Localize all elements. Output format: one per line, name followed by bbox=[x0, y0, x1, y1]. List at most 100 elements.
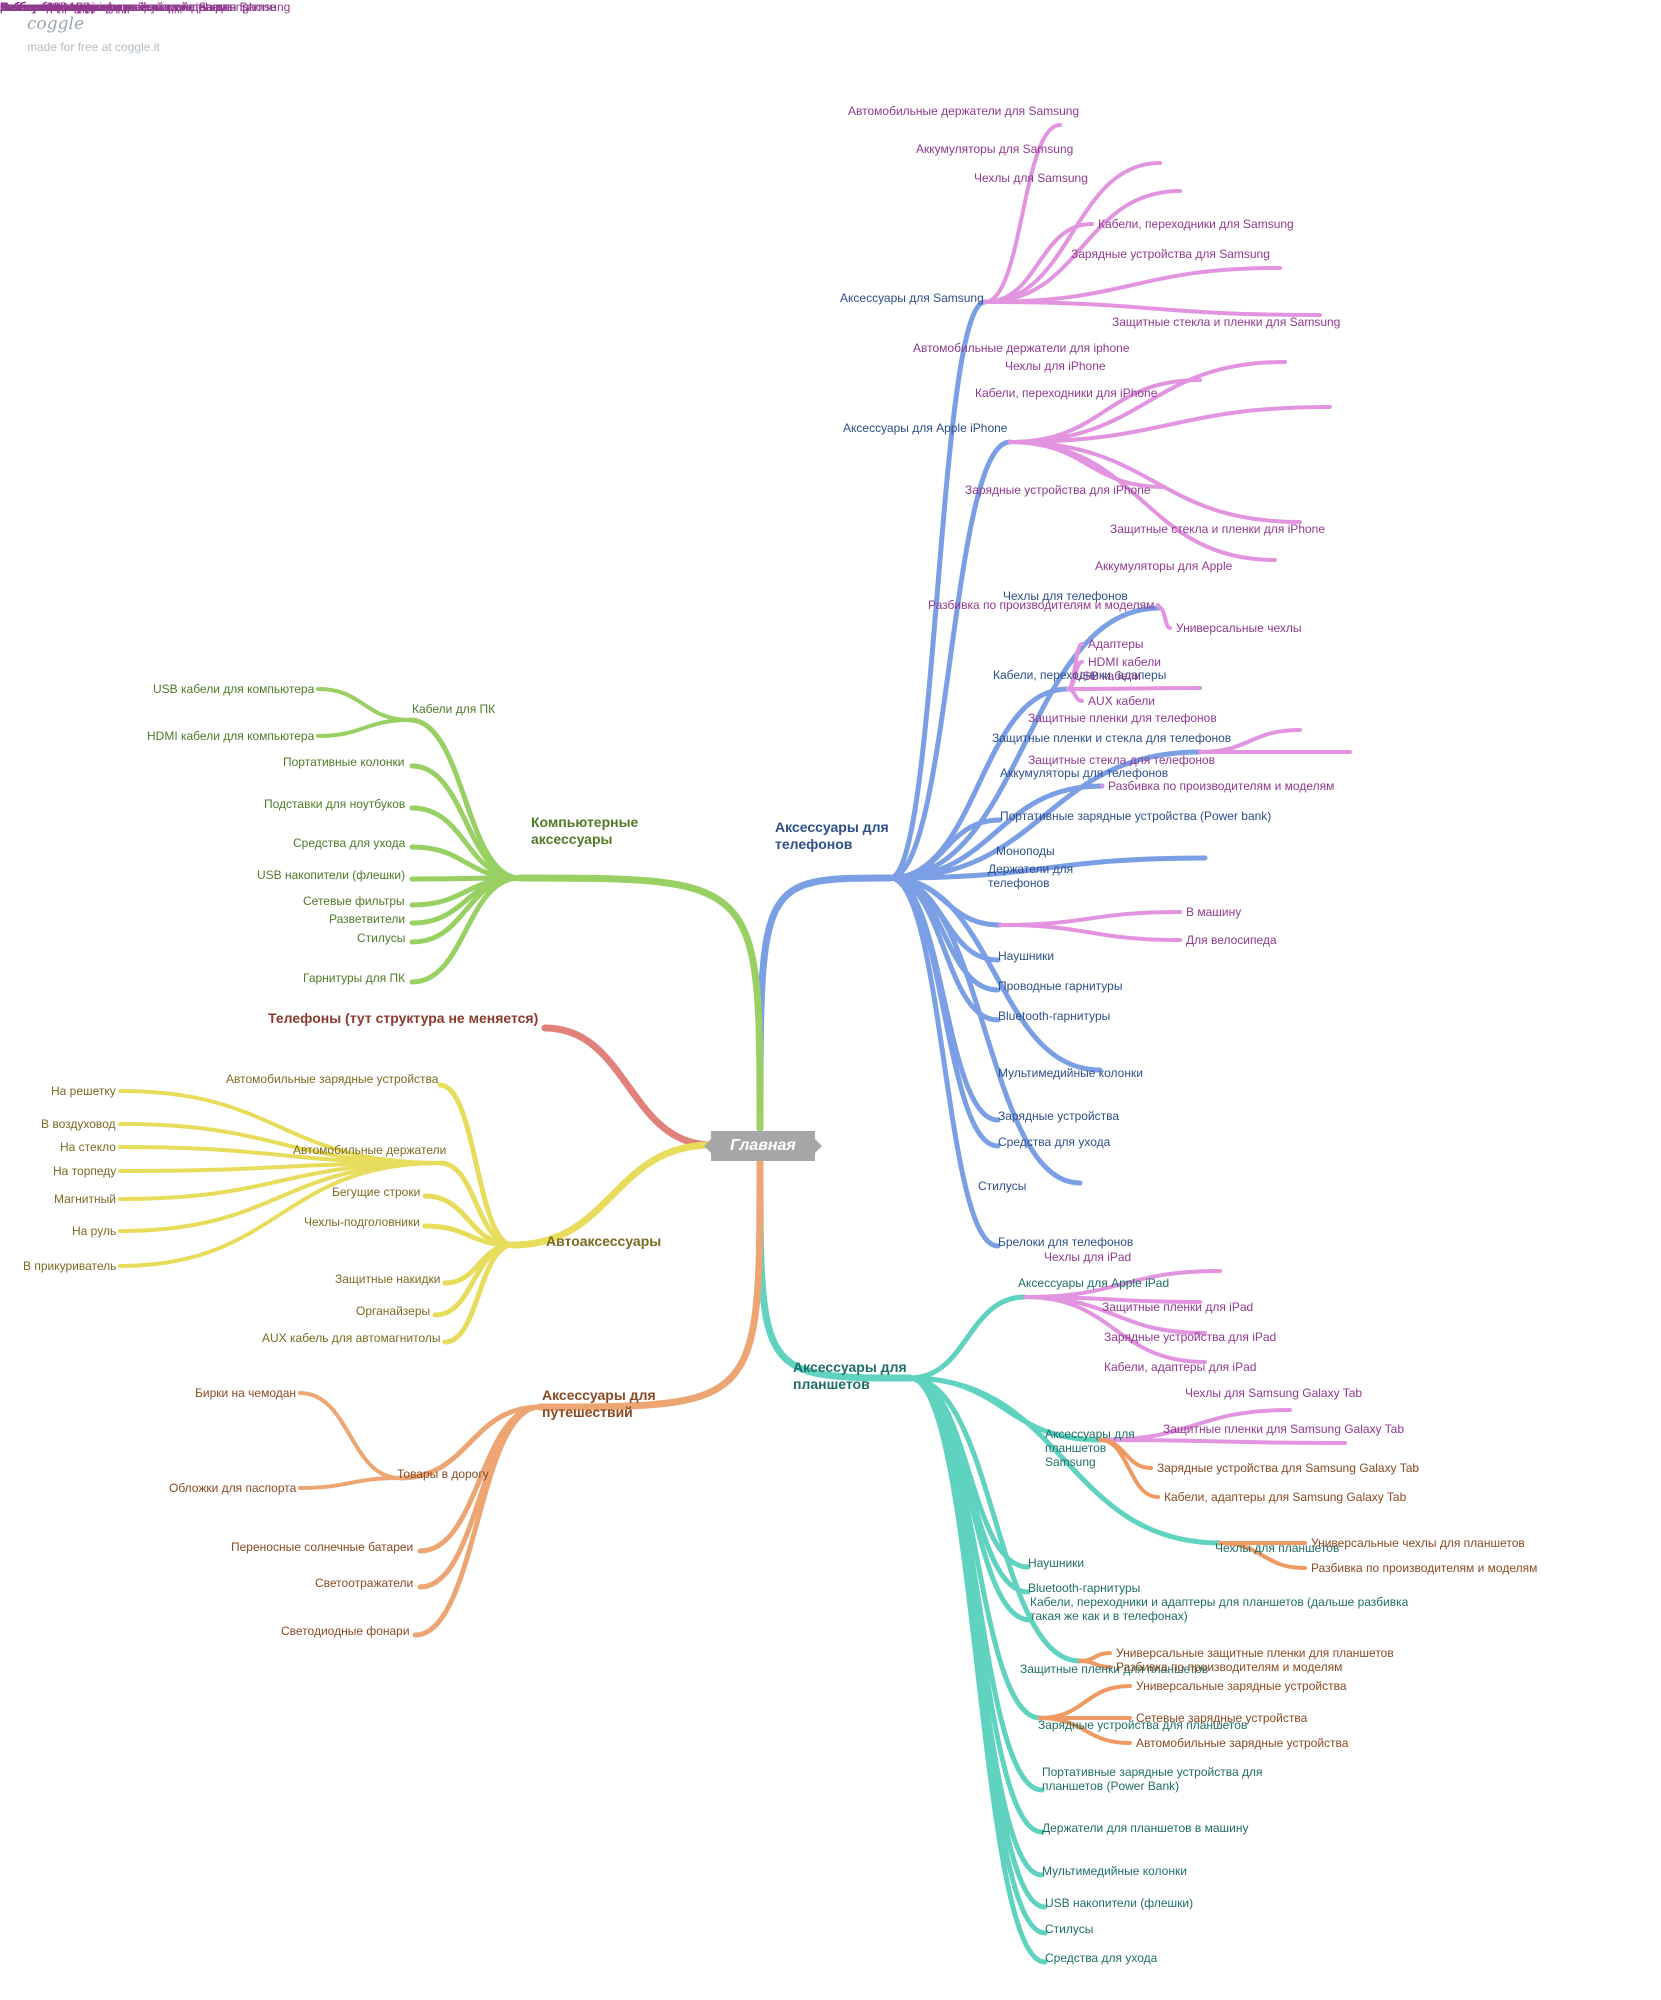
node-level3[interactable]: Защитные стекла и пленки для Samsung bbox=[1112, 315, 1341, 329]
node-level3[interactable]: Автомобильные зарядные устройства bbox=[1136, 1736, 1349, 1750]
node-level3[interactable]: Зарядные устройства для iPhone bbox=[965, 483, 1151, 497]
node-level4[interactable]: Разбивка по моделям bbox=[0, 0, 122, 14]
node-level2[interactable]: Светодиодные фонари bbox=[281, 1624, 410, 1638]
node-level3[interactable]: USB кабели bbox=[1074, 669, 1141, 683]
node-level3[interactable]: Универсальные чехлы bbox=[1176, 621, 1302, 635]
branch-phones-acc[interactable]: Аксессуары для телефонов bbox=[775, 819, 889, 852]
node-level4[interactable]: Разбивка по моделям bbox=[0, 0, 122, 14]
node-level3[interactable]: Для велосипеда bbox=[1186, 933, 1277, 947]
node-level3[interactable]: Защитные стекла и пленки для iPhone bbox=[1110, 522, 1326, 536]
node-level2[interactable]: Кабели, переходники и адаптеры для планш… bbox=[1030, 1595, 1409, 1623]
node-level4[interactable]: Разбивка по моделям bbox=[0, 0, 122, 14]
branch-travel-acc[interactable]: Аксессуары для путешествий bbox=[542, 1387, 656, 1420]
node-level2[interactable]: Средства для ухода bbox=[998, 1135, 1111, 1149]
node-level3[interactable]: Автомобильные держатели для Samsung bbox=[848, 104, 1080, 118]
node-level2[interactable]: Брелоки для телефонов bbox=[998, 1235, 1134, 1249]
node-level2[interactable]: Моноподы bbox=[996, 844, 1055, 858]
node-level3[interactable]: На стекло bbox=[60, 1140, 116, 1154]
node-level3[interactable]: HDMI кабели для компьютера bbox=[147, 729, 315, 743]
node-level4[interactable]: Универсальные bbox=[0, 0, 88, 14]
node-level4[interactable]: Универсрльные bbox=[0, 0, 88, 14]
node-level3[interactable]: Разбивка по производителям и моделям bbox=[1108, 779, 1335, 793]
node-level3[interactable]: USB кабели для компьютера bbox=[153, 682, 315, 696]
node-level2[interactable]: Наушники bbox=[1028, 1556, 1085, 1570]
node-level3[interactable]: Защитные стекла для телефонов bbox=[1028, 753, 1216, 767]
branch-pc-acc[interactable]: Компьютерные аксессуары bbox=[531, 814, 639, 847]
node-level4[interactable]: Galaxy s6 (edge) bbox=[0, 0, 92, 14]
node-level3[interactable]: На торпеду bbox=[53, 1164, 117, 1178]
node-level2[interactable]: Держатели для телефонов bbox=[988, 862, 1074, 890]
node-level2[interactable]: Товары в дорогу bbox=[397, 1467, 489, 1481]
node-level2[interactable]: Зарядные устройства bbox=[998, 1109, 1120, 1123]
node-level4[interactable]: Разбивка по моделям bbox=[0, 0, 122, 14]
node-level4[interactable]: Кабель usb microusb bbox=[0, 0, 115, 14]
node-level3[interactable]: Чехлы для Samsung bbox=[974, 171, 1088, 185]
node-level3[interactable]: Разбивка по производителям и моделям bbox=[928, 598, 1155, 612]
node-level3[interactable]: В воздуховод bbox=[41, 1117, 116, 1131]
node-level3[interactable]: Чехлы для iPad bbox=[1044, 1250, 1132, 1264]
node-level4[interactable]: Разбивка по моделям bbox=[0, 0, 122, 14]
node-level2[interactable]: USB накопители (флешки) bbox=[1045, 1896, 1194, 1910]
node-level2[interactable]: Зарядные устройства для планшетов bbox=[1038, 1718, 1248, 1732]
node-level2[interactable]: Чехлы для телефонов bbox=[1003, 589, 1128, 603]
node-level2[interactable]: Портативные колонки bbox=[283, 755, 405, 769]
node-level2[interactable]: Светоотражатели bbox=[315, 1576, 414, 1590]
node-level2[interactable]: Разветвители bbox=[329, 912, 406, 926]
node-level4[interactable]: Разбивка по моделям bbox=[0, 0, 122, 14]
node-level2[interactable]: Переносные солнечные батареи bbox=[231, 1540, 414, 1554]
node-level4[interactable]: Разбивка по моделям bbox=[0, 0, 122, 14]
node-level2[interactable]: Автомобильные зарядные устройства bbox=[226, 1072, 439, 1086]
node-level4[interactable]: сетевые зарядные устройства для iphone bbox=[0, 0, 232, 14]
node-level2[interactable]: Стилусы bbox=[978, 1179, 1027, 1193]
node-level2[interactable]: Проводные гарнитуры bbox=[998, 979, 1123, 993]
node-level2[interactable]: Bluetooth-гарнитуры bbox=[1028, 1581, 1141, 1595]
node-level3[interactable]: HDMI кабели bbox=[1088, 655, 1161, 669]
node-level4[interactable]: Кабель USB mini usb bbox=[0, 0, 116, 14]
node-level3[interactable]: AUX кабели bbox=[1088, 694, 1155, 708]
node-level4[interactable]: Разбивка по моделям bbox=[0, 0, 122, 14]
root-node[interactable]: Главная bbox=[704, 1131, 822, 1161]
node-level3[interactable]: Кабели, переходники для iPhone bbox=[975, 386, 1158, 400]
node-level2[interactable]: Органайзеры bbox=[356, 1304, 431, 1318]
coggle-tagline[interactable]: made for free at coggle.it bbox=[27, 40, 160, 54]
node-level3[interactable]: В прикуриватель bbox=[23, 1259, 117, 1273]
branch-tablets-acc[interactable]: Аксессуары для планшетов bbox=[793, 1359, 907, 1392]
node-level2[interactable]: Аксессуары для Apple iPhone bbox=[843, 421, 1008, 435]
node-level3[interactable]: Чехлы для Samsung Galaxy Tab bbox=[1185, 1386, 1363, 1400]
node-level2[interactable]: Защитные накидки bbox=[335, 1272, 441, 1286]
node-level3[interactable]: На решетку bbox=[51, 1084, 116, 1098]
node-level2[interactable]: Аксессуары для Samsung bbox=[840, 291, 984, 305]
node-level4[interactable]: Galaxy s4 bbox=[0, 0, 54, 14]
node-level4[interactable]: Кабель apple 30 pin bbox=[0, 0, 109, 14]
node-level2[interactable]: Кабели для ПК bbox=[412, 702, 496, 716]
branch-phones[interactable]: Телефоны (тут структура не меняется) bbox=[268, 1010, 539, 1026]
node-level3[interactable]: Защитные пленки для iPad bbox=[1102, 1300, 1254, 1314]
node-level3[interactable]: Универсальные зарядные устройства bbox=[1136, 1679, 1347, 1693]
node-level3[interactable]: Чехлы для iPhone bbox=[1005, 359, 1106, 373]
node-level4[interactable]: Сетевые зарядные устройства для Samsung bbox=[0, 0, 250, 14]
node-level3[interactable]: Кабели, адаптеры для Samsung Galaxy Tab bbox=[1164, 1490, 1407, 1504]
node-level2[interactable]: Портативные зарядные устройства (Power b… bbox=[1000, 809, 1272, 823]
node-level3[interactable]: Зарядные устройства для Samsung Galaxy T… bbox=[1157, 1461, 1420, 1475]
node-level2[interactable]: USB накопители (флешки) bbox=[257, 868, 406, 882]
node-level3[interactable]: Автомобильные держатели для iphone bbox=[913, 341, 1130, 355]
node-level2[interactable]: Чехлы для планшетов bbox=[1215, 1541, 1340, 1555]
node-level3[interactable]: Бирки на чемодан bbox=[195, 1386, 297, 1400]
node-level3[interactable]: Универсальные чехлы для планшетов bbox=[1311, 1536, 1525, 1550]
node-level4[interactable]: Автомобильные зарядные устройства для Sa… bbox=[0, 0, 291, 14]
branch-auto-acc[interactable]: Автоаксессуары bbox=[546, 1233, 662, 1249]
node-level2[interactable]: Подставки для ноутбуков bbox=[264, 797, 406, 811]
node-level4[interactable]: разбивка по моделям bbox=[0, 0, 121, 14]
node-level4[interactable]: Galaxy note 4 bbox=[0, 0, 75, 14]
node-level2[interactable]: Бегущие строки bbox=[332, 1185, 421, 1199]
node-level2[interactable]: Автомобильные держатели bbox=[293, 1143, 447, 1157]
node-level3[interactable]: Аккумуляторы для Apple bbox=[1095, 559, 1233, 573]
node-level2[interactable]: Кабели, переходники, адаперы bbox=[993, 668, 1167, 682]
node-level2[interactable]: Аккумуляторы для телефонов bbox=[1000, 766, 1169, 780]
node-level3[interactable]: Обложки для паспорта bbox=[169, 1481, 297, 1495]
node-level3[interactable]: Кабели, переходники для Samsung bbox=[1098, 217, 1294, 231]
node-level2[interactable]: AUX кабель для автомагнитолы bbox=[262, 1331, 441, 1345]
node-level3[interactable]: Магнитный bbox=[54, 1192, 116, 1206]
node-level2[interactable]: Средства для ухода bbox=[1045, 1951, 1158, 1965]
